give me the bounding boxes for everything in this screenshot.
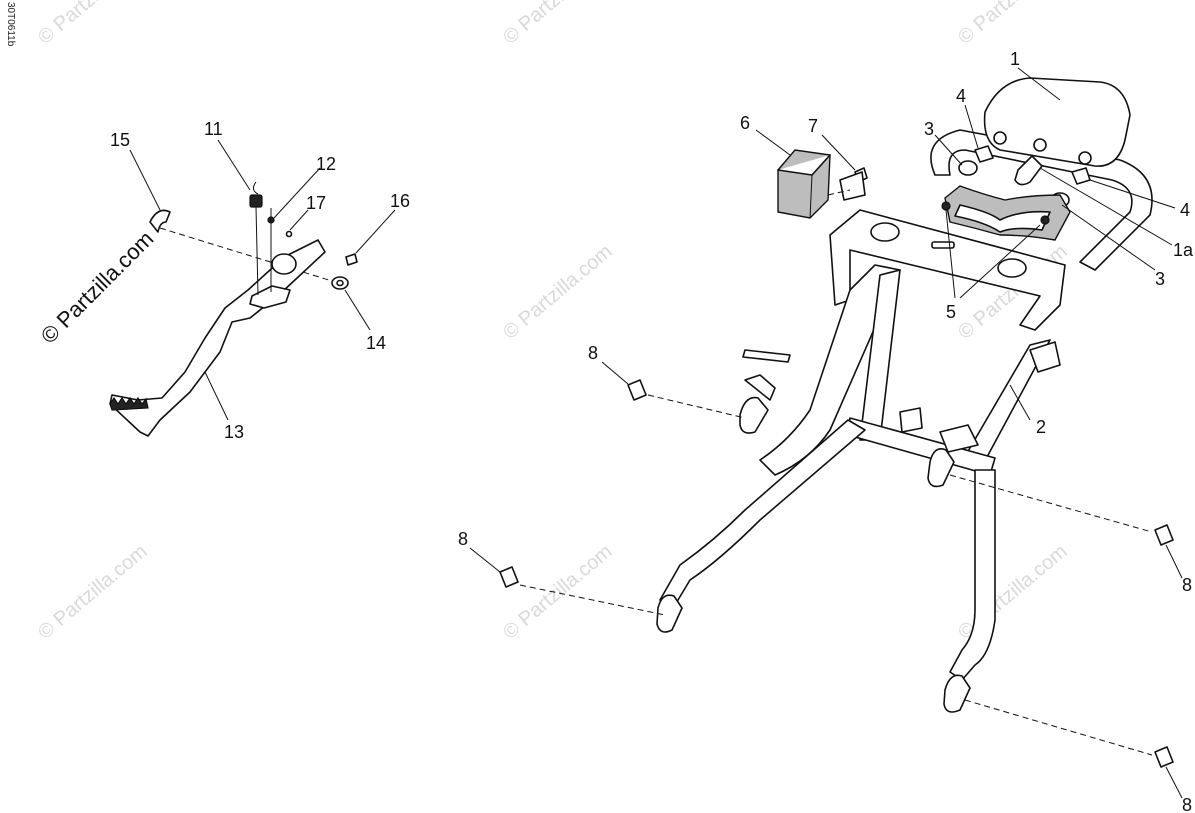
mount-tab-lower-left — [656, 594, 683, 633]
bracket-hole — [941, 201, 951, 211]
callout-15: 15 — [110, 130, 130, 150]
callout-8-upper-left: 8 — [588, 343, 598, 363]
frame-bracket — [1029, 341, 1061, 373]
leader-lines — [129, 67, 1183, 799]
front-lower-right-leg — [949, 469, 996, 681]
pedal-foot-teeth — [109, 396, 149, 411]
cross-bracket-slot — [931, 241, 955, 249]
tail-light-stud — [993, 131, 1007, 145]
part-8-bolt — [1154, 746, 1174, 768]
pedal-bracket — [249, 285, 291, 309]
callout-2: 2 — [1036, 417, 1046, 437]
callout-8-lower-left: 8 — [458, 529, 468, 549]
callout-3-top: 3 — [924, 119, 934, 139]
bolt-line — [647, 394, 746, 419]
callout-1: 1 — [1010, 49, 1020, 69]
watermark-text: © Partzilla.com — [34, 0, 151, 49]
bolt-line — [964, 699, 1153, 756]
part-16-bushing — [345, 253, 358, 266]
watermark-text: © Partzilla.com — [34, 540, 151, 643]
watermark-text: © Partzilla.com — [499, 240, 616, 343]
copyright-label: © Partzilla.com — [36, 226, 159, 349]
callout-12: 12 — [316, 154, 336, 174]
part-1a-socket — [1014, 155, 1043, 186]
part-8-bolt — [499, 566, 519, 588]
cross-bracket-hole — [997, 258, 1027, 278]
part-8-bolt — [627, 379, 647, 401]
mount-tab-upper-left — [739, 396, 769, 434]
callout-1a: 1a — [1173, 240, 1194, 260]
watermark-text: © Partzilla.com — [499, 540, 616, 643]
callout-14: 14 — [366, 333, 386, 353]
frame-bracket — [939, 424, 979, 453]
frame-assembly — [499, 77, 1174, 768]
part-4-nut — [1071, 167, 1091, 185]
frame-bracket — [742, 349, 791, 363]
mount-tab-lower-right — [943, 674, 971, 713]
callout-3-right: 3 — [1155, 269, 1165, 289]
bolt-line — [519, 584, 666, 616]
left-frame-rail — [759, 264, 901, 476]
callout-7: 7 — [808, 116, 818, 136]
part-8-bolt — [1154, 524, 1174, 546]
part-15-clip — [149, 209, 171, 233]
frame-bracket — [744, 374, 776, 401]
cross-bracket-hole — [870, 222, 900, 242]
brake-pedal-assembly — [109, 181, 358, 437]
watermark-text: © Partzilla.com — [499, 0, 616, 49]
watermark-text: © Partzilla.com — [954, 0, 1071, 49]
brake-axis-line — [159, 227, 346, 286]
mount-tab-mid — [927, 448, 955, 488]
part-12-pin — [267, 208, 275, 292]
callout-6: 6 — [740, 113, 750, 133]
callout-4-top: 4 — [956, 86, 966, 106]
tail-light-stud — [1033, 138, 1047, 152]
callout-16: 16 — [390, 191, 410, 211]
watermark-layer: © Partzilla.com © Partzilla.com © Partzi… — [34, 0, 1071, 644]
part-17-washer — [285, 230, 293, 238]
callout-8-right-bottom: 8 — [1182, 795, 1192, 813]
tail-light-stud — [1078, 151, 1092, 165]
part-11-spring — [249, 181, 263, 296]
frame-bracket — [899, 407, 923, 433]
front-lower-left-leg — [659, 419, 866, 611]
bracket-hole — [1040, 215, 1050, 225]
pedal-pivot-boss — [271, 253, 297, 275]
part-4-nut — [974, 145, 994, 163]
callout-13: 13 — [224, 422, 244, 442]
callout-4-right: 4 — [1180, 200, 1190, 220]
watermark-text: © Partzilla.com — [954, 540, 1071, 643]
callout-8-right-mid: 8 — [1182, 575, 1192, 595]
callout-17: 17 — [306, 193, 326, 213]
callout-labels: 1 1a 2 3 3 4 4 5 6 7 8 8 8 8 11 12 13 14… — [110, 49, 1194, 813]
callout-11: 11 — [204, 119, 223, 139]
bolt-line — [949, 474, 1153, 533]
callout-5: 5 — [946, 302, 956, 322]
drawing-number: 30T0611b — [5, 2, 16, 47]
reflector-mount-tab — [839, 171, 866, 201]
part-1-tail-light — [983, 77, 1131, 167]
part-3-grommet — [958, 160, 978, 176]
